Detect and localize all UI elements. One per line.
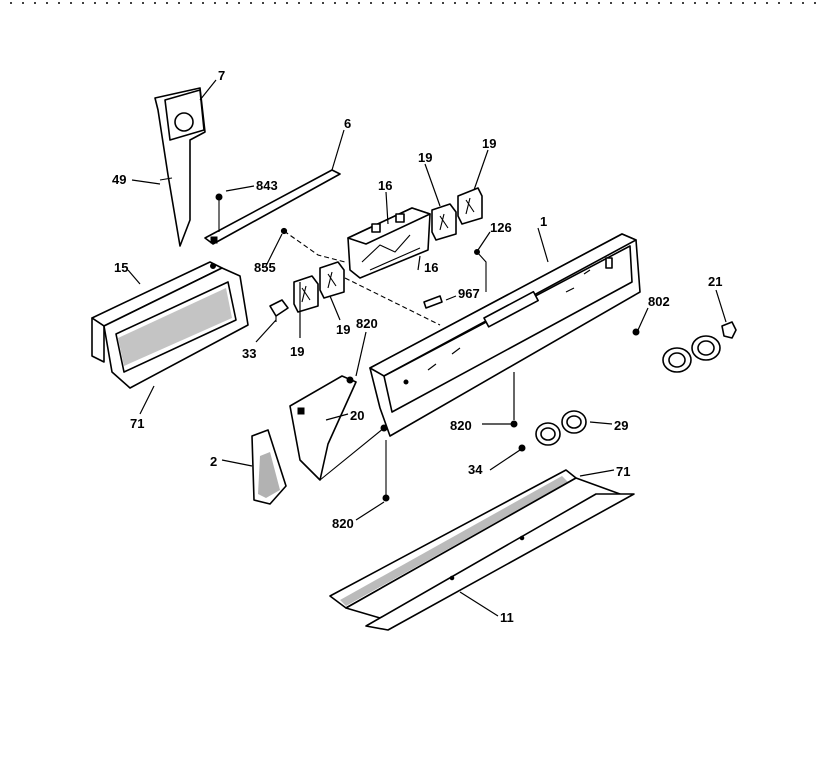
part-19-upper-switches — [431, 187, 483, 241]
callout-11: 11 — [500, 610, 514, 625]
callout-126: 126 — [490, 220, 512, 235]
callout-820-middle: 820 — [450, 418, 472, 433]
callout-71-left: 71 — [130, 416, 144, 431]
callout-1: 1 — [540, 214, 547, 229]
callout-15: 15 — [114, 260, 128, 275]
assembly-dash-lines — [280, 227, 441, 326]
callout-2: 2 — [210, 454, 217, 469]
part-19-lower-switches — [293, 261, 345, 313]
callout-7: 7 — [218, 68, 225, 83]
callout-16-bottom: 16 — [424, 260, 438, 275]
part-15-end-channel — [91, 261, 249, 389]
part-1-control-panel — [369, 233, 641, 437]
callout-21: 21 — [708, 274, 722, 289]
callout-820-bottom: 820 — [332, 516, 354, 531]
callout-967: 967 — [458, 286, 480, 301]
part-820-screws — [382, 420, 526, 502]
part-7-side-bracket — [154, 87, 206, 247]
callout-820-top: 820 — [356, 316, 378, 331]
callout-19-lower-left: 19 — [290, 344, 304, 359]
callout-71-right: 71 — [616, 464, 630, 479]
part-6-rod — [204, 169, 341, 245]
part-967-126-small — [423, 249, 487, 309]
callout-33: 33 — [242, 346, 256, 361]
part-33-clip — [269, 299, 289, 322]
part-71-11-trim — [329, 469, 635, 631]
callout-20: 20 — [350, 408, 364, 423]
callout-labels: 7 6 49 843 19 19 16 16 126 1 15 855 967 … — [112, 68, 722, 625]
part-21-knobs — [662, 321, 737, 373]
part-2-end-cap — [251, 429, 287, 505]
callout-843: 843 — [256, 178, 278, 193]
callout-34: 34 — [468, 462, 483, 477]
callout-6: 6 — [344, 116, 351, 131]
leader-lines — [127, 79, 727, 617]
part-29-knobs — [535, 410, 587, 446]
callout-19-lower-right: 19 — [336, 322, 350, 337]
part-20-bracket — [289, 375, 385, 481]
callout-29: 29 — [614, 418, 628, 433]
callout-802: 802 — [648, 294, 670, 309]
callout-16-top: 16 — [378, 178, 392, 193]
callout-19-top-left: 19 — [418, 150, 432, 165]
part-802-screw — [632, 328, 640, 336]
part-16-control-board — [347, 207, 431, 279]
callout-49: 49 — [112, 172, 126, 187]
callout-19-top-right: 19 — [482, 136, 496, 151]
callout-855: 855 — [254, 260, 276, 275]
